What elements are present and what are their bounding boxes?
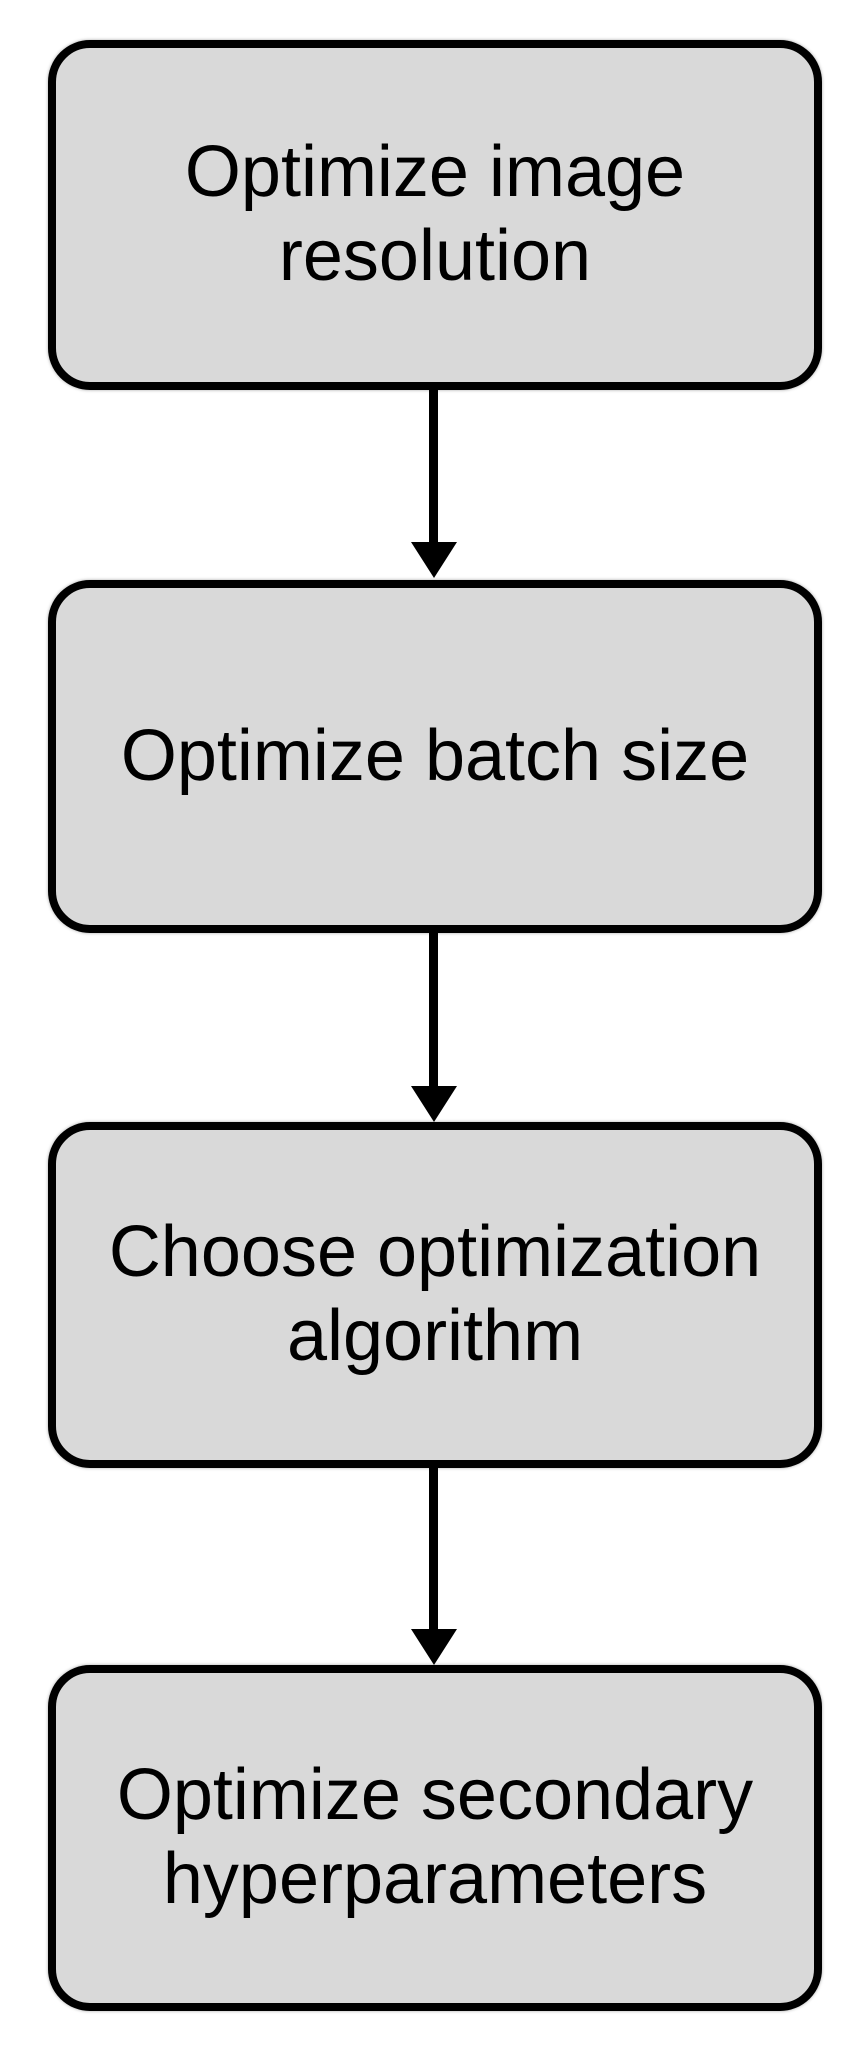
flow-arrow-3-arrowhead-down-icon xyxy=(411,1629,457,1665)
flowchart-node-optimize-secondary-hyperparameters: Optimize secondary hyperparameters xyxy=(48,1665,822,2011)
flow-arrow-1-arrowhead-down-icon xyxy=(411,542,457,578)
flowchart-node-choose-optimization-algorithm: Choose optimization algorithm xyxy=(48,1122,822,1468)
node-label: Optimize secondary hyperparameters xyxy=(116,1755,754,1919)
flow-arrow-3-shaft xyxy=(429,1468,438,1629)
flow-arrow-2-arrowhead-down-icon xyxy=(411,1086,457,1122)
flowchart-node-optimize-batch-size: Optimize batch size xyxy=(48,580,822,933)
node-label: Optimize image resolution xyxy=(184,132,686,296)
node-label: Optimize batch size xyxy=(120,715,750,796)
node-label: Choose optimization algorithm xyxy=(108,1212,762,1376)
flow-arrow-1-shaft xyxy=(429,390,438,542)
flowchart-node-optimize-image-resolution: Optimize image resolution xyxy=(48,40,822,390)
flow-arrow-2-shaft xyxy=(429,933,438,1086)
